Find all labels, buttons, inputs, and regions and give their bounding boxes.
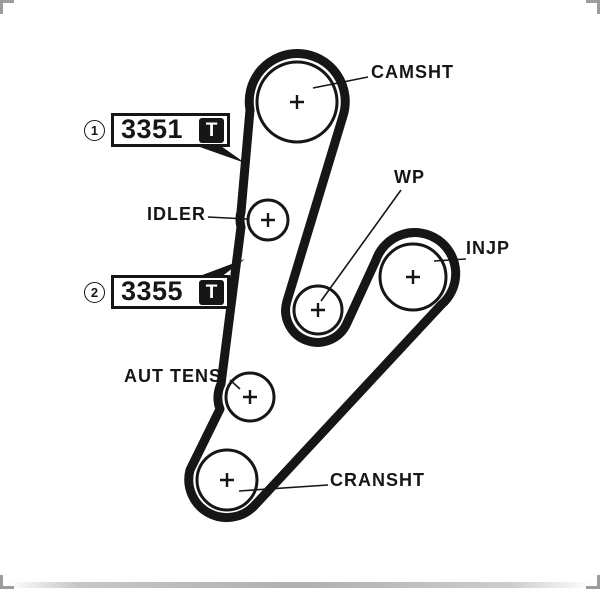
part-2-number-box: 3355 T <box>111 275 230 309</box>
injp-center-mark <box>406 270 420 284</box>
part-1-plate: 1 3351 T <box>84 113 230 147</box>
part-2-number: 3355 <box>121 275 184 306</box>
part-1-pointer <box>197 146 245 163</box>
photo-corner-top-left <box>0 0 14 14</box>
injp-leader-line <box>433 258 467 262</box>
photo-corner-top-right <box>586 0 600 14</box>
cransht-leader-line <box>238 484 329 492</box>
camsht-center-mark <box>290 95 304 109</box>
photo-corner-bottom-left <box>0 575 14 589</box>
idler-label: IDLER <box>147 204 206 224</box>
wp-center-mark <box>311 303 325 317</box>
camsht-label: CAMSHT <box>371 62 454 82</box>
idler-center-mark <box>261 213 275 227</box>
part-1-index-badge: 1 <box>84 119 105 141</box>
aut-tens-center-mark <box>243 390 257 404</box>
camsht-leader-line <box>312 76 369 89</box>
aut-tens-leader-line <box>229 379 241 390</box>
gates-t-logo-icon: T <box>199 279 224 305</box>
part-2-pointer <box>197 259 245 277</box>
scan-edge-artifact <box>8 582 592 588</box>
aut-tens-label: AUT TENS <box>124 366 222 386</box>
wp-leader-line <box>320 189 402 302</box>
cransht-center-mark <box>220 473 234 487</box>
part-2-plate: 2 3355 T <box>84 275 230 309</box>
part-2-index-badge: 2 <box>84 281 105 303</box>
part-1-number-box: 3351 T <box>111 113 230 147</box>
cransht-label: CRANSHT <box>330 470 425 490</box>
part-1-number: 3351 <box>121 113 184 144</box>
injp-label: INJP <box>466 238 511 258</box>
gates-t-logo-icon: T <box>199 117 224 143</box>
wp-label: WP <box>394 167 425 187</box>
photo-corner-bottom-right <box>586 575 600 589</box>
idler-leader-line <box>207 216 248 220</box>
timing-belt <box>184 49 461 523</box>
